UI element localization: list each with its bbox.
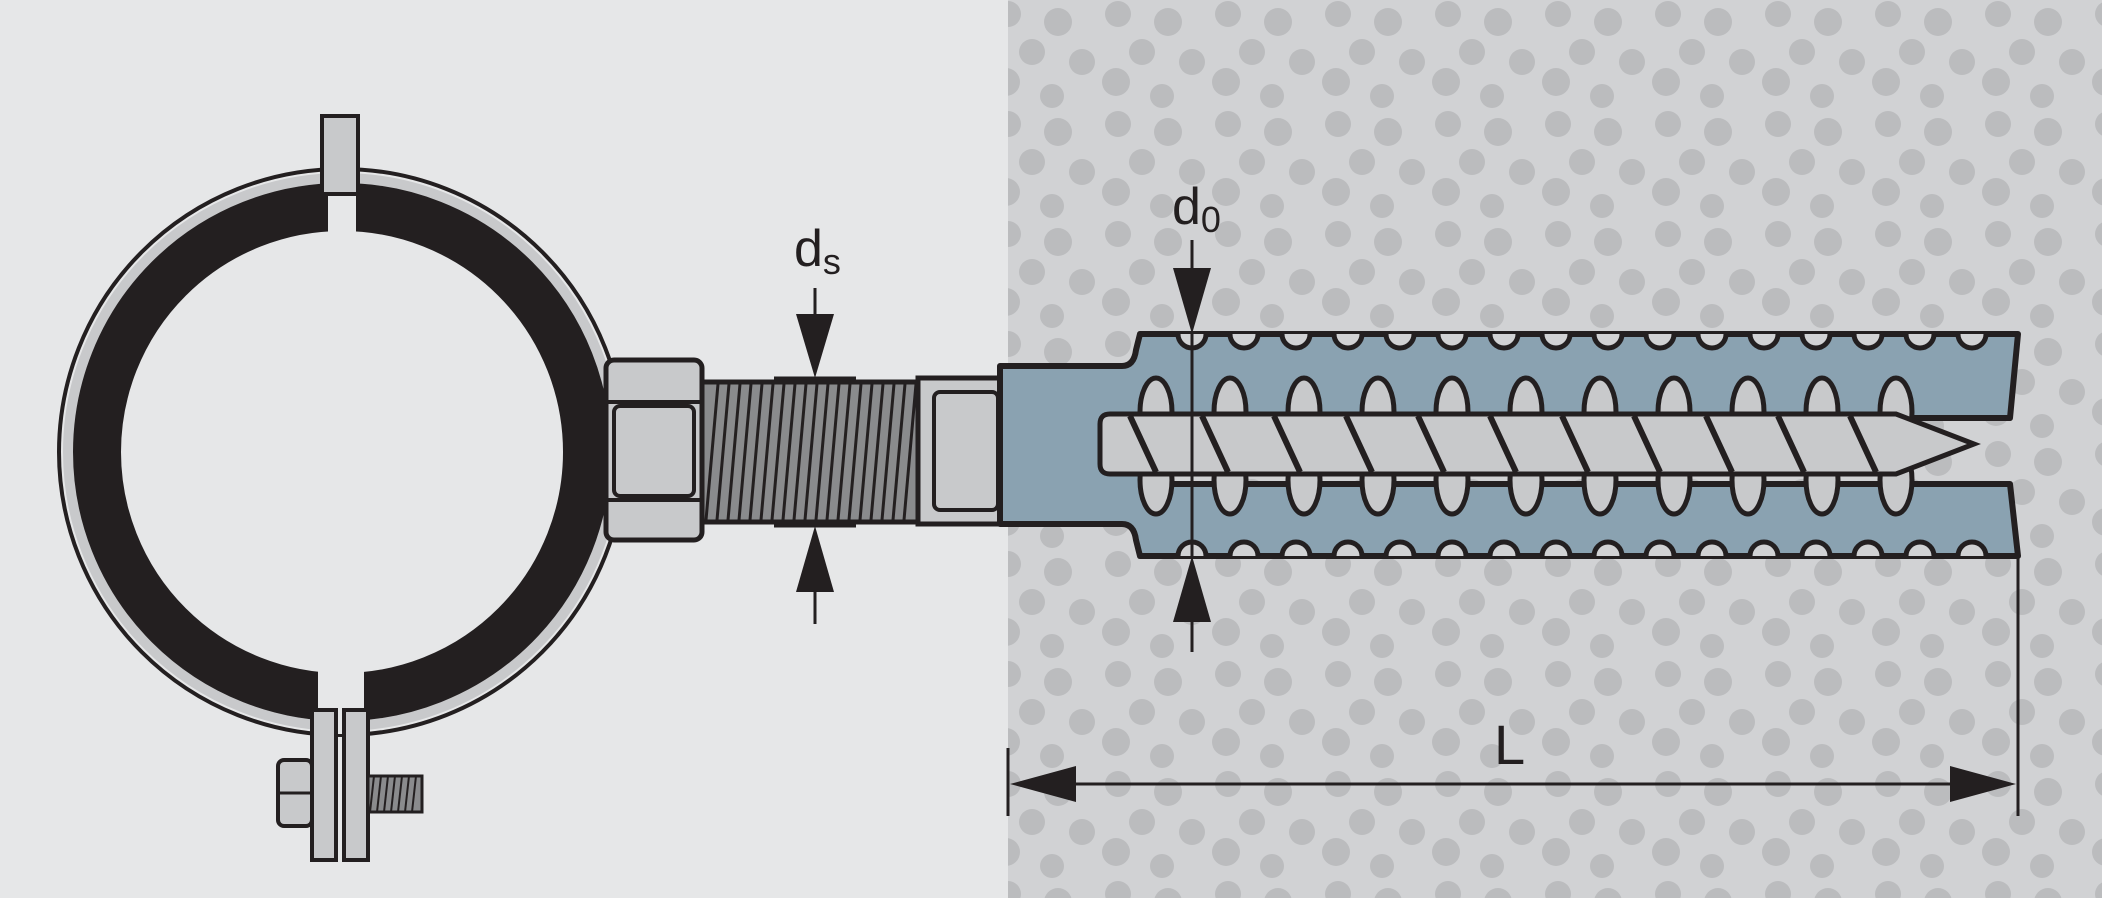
screw-thread-line	[1271, 414, 1303, 474]
sleeve-scallop-bottom	[1331, 539, 1365, 557]
rod-thread-line	[759, 383, 775, 521]
rod-thread-line	[748, 383, 764, 521]
rod-thread-line	[781, 383, 797, 521]
d0-arrow-down	[1173, 268, 1211, 334]
sleeve-scallop-bottom	[1955, 539, 1989, 557]
sleeve-scallop-bottom	[1279, 539, 1313, 557]
sleeve-scallop-top	[1851, 333, 1885, 351]
screw-thread-lines	[1127, 414, 1879, 474]
length-arrow-left	[1010, 766, 1076, 802]
rod-thread-line	[792, 383, 808, 521]
ds-arrow-up	[796, 526, 834, 592]
sleeve-scallop-top	[1435, 333, 1469, 351]
rod-thread-line	[770, 383, 786, 521]
ds-label: ds	[794, 220, 841, 282]
sleeve-scallop-top	[1383, 333, 1417, 351]
screw-thread-line	[1127, 414, 1159, 474]
sleeve-scallop-bottom	[1799, 539, 1833, 557]
sleeve-scallop-bottom	[1851, 539, 1885, 557]
sleeve-scallop-top	[1331, 333, 1365, 351]
sleeve-scallop-bottom	[1591, 539, 1625, 557]
sleeve-scallop-top	[1799, 333, 1833, 351]
sleeve-scallops	[1175, 333, 1989, 557]
sleeve-scallop-bottom	[1487, 539, 1521, 557]
ds-dimension: ds	[774, 220, 856, 624]
rod-thread-line	[737, 383, 753, 521]
sleeve-scallop-top	[1227, 333, 1261, 351]
clamp-bottom-tab-left	[310, 708, 338, 862]
length-arrow-right	[1950, 766, 2016, 802]
sleeve-scallop-top	[1487, 333, 1521, 351]
sleeve-scallop-top	[1539, 333, 1573, 351]
rod-collar	[915, 375, 1007, 527]
screw-thread-line	[1343, 414, 1375, 474]
screw-thread-line	[1631, 414, 1663, 474]
sleeve-scallop-bottom	[1539, 539, 1573, 557]
length-dimension: L	[1006, 556, 2020, 816]
rod-thread-line	[891, 383, 907, 521]
sleeve-scallop-bottom	[1383, 539, 1417, 557]
screw-thread-line	[1559, 414, 1591, 474]
d0-label: d0	[1172, 178, 1221, 240]
rod-thread-line	[814, 383, 830, 521]
clamp-top-tab	[320, 114, 360, 196]
hex-nut	[603, 357, 705, 543]
clamp-bottom-tab-right	[342, 708, 370, 862]
rod-thread-lines	[704, 383, 918, 521]
sleeve-scallop-top	[1955, 333, 1989, 351]
length-label: L	[1494, 713, 1525, 776]
screw-thread-line	[1415, 414, 1447, 474]
d0-dimension: d0	[1172, 178, 1221, 652]
rod-thread-line	[869, 383, 885, 521]
sleeve-scallop-bottom	[1435, 539, 1469, 557]
rod-thread-line	[836, 383, 852, 521]
screw	[1097, 411, 1981, 477]
sleeve-scallop-top	[1747, 333, 1781, 351]
sleeve-scallop-top	[1591, 333, 1625, 351]
rod-thread-line	[858, 383, 874, 521]
rod-thread-line	[825, 383, 841, 521]
pipe-clamp	[57, 114, 627, 862]
clamp-bolt-thread-lines	[369, 775, 417, 813]
screw-thread-line	[1847, 414, 1879, 474]
d0-arrow-up	[1173, 556, 1211, 622]
screw-thread-line	[1487, 414, 1519, 474]
sleeve-scallop-top	[1695, 333, 1729, 351]
sleeve-scallop-top	[1903, 333, 1937, 351]
ds-arrow-down	[796, 314, 834, 378]
rod-thread-line	[803, 383, 819, 521]
rod-thread-line	[847, 383, 863, 521]
sleeve-scallop-bottom	[1903, 539, 1937, 557]
sleeve-scallop-top	[1279, 333, 1313, 351]
sleeve-scallop-bottom	[1695, 539, 1729, 557]
rod-thread-line	[902, 383, 918, 521]
rod-thread-line	[880, 383, 896, 521]
rod-thread-line	[715, 383, 731, 521]
sleeve-scallop-bottom	[1747, 539, 1781, 557]
threaded-rod	[699, 379, 921, 525]
rod-thread-line	[704, 383, 720, 521]
screw-thread-line	[1775, 414, 1807, 474]
rod-thread-line	[726, 383, 742, 521]
screw-thread-line	[1199, 414, 1231, 474]
sleeve-scallop-bottom	[1643, 539, 1677, 557]
screw-thread-line	[1703, 414, 1735, 474]
sleeve-scallop-top	[1643, 333, 1677, 351]
sleeve-scallop-bottom	[1227, 539, 1261, 557]
